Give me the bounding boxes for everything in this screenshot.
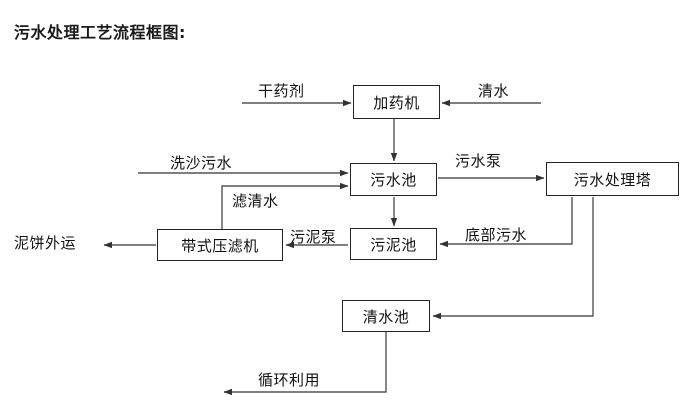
node-clean-water-pool[interactable]: 清水池 (342, 300, 430, 332)
edge-label-recycle-reuse: 循环利用 (258, 371, 321, 389)
edge-clean-water-to-recycle (223, 332, 387, 396)
page-title: 污水处理工艺流程框图: (14, 23, 186, 42)
terminal-sand-wash-water: 洗沙污水 (170, 154, 233, 172)
terminal-dry-chemical: 干药剂 (258, 82, 305, 100)
edge-tower-to-clean-water (432, 197, 594, 320)
edge-filtered-to-wastewater-pool (221, 182, 349, 229)
node-label: 加药机 (373, 93, 420, 112)
node-label: 带式压滤机 (181, 236, 259, 255)
node-treatment-tower[interactable]: 污水处理塔 (546, 162, 679, 196)
edge-label-sludge-pump: 污泥泵 (290, 228, 337, 246)
node-sludge-pool[interactable]: 污泥池 (350, 228, 437, 260)
node-label: 清水池 (362, 307, 410, 326)
edge-label-filtered-water: 滤清水 (232, 192, 279, 210)
terminal-clean-water-input: 清水 (478, 82, 510, 100)
node-label: 污水池 (370, 171, 417, 189)
node-dosing-machine[interactable]: 加药机 (353, 85, 440, 119)
edge-label-bottom-wastewater: 底部污水 (465, 226, 528, 244)
node-wastewater-pool[interactable]: 污水池 (350, 163, 437, 196)
edge-tower-to-sludge (439, 197, 573, 248)
edge-label-wastewater-pump: 污水泵 (455, 152, 502, 170)
node-label: 污水处理塔 (573, 170, 652, 189)
node-belt-filter-press[interactable]: 带式压滤机 (157, 229, 283, 261)
terminal-mud-cake-out: 泥饼外运 (14, 234, 77, 252)
node-label: 污泥池 (370, 235, 417, 254)
